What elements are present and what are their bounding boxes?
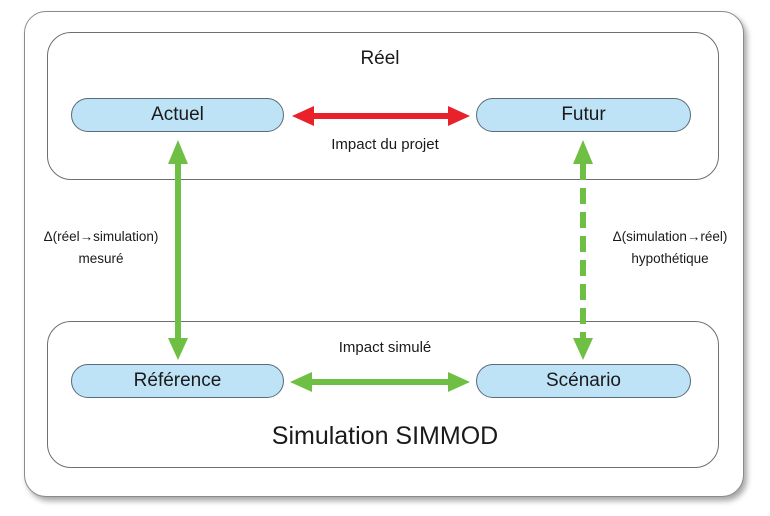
impact-simule-label: Impact simulé: [338, 339, 432, 356]
right-delta-line1: Δ(simulation→réel): [612, 229, 728, 244]
simulation-group-label: Simulation SIMMOD: [271, 422, 499, 450]
left-delta-line1: Δ(réel→simulation): [43, 229, 159, 244]
node-futur: Futur: [476, 98, 691, 132]
impact-projet-label: Impact du projet: [331, 136, 439, 153]
left-delta-line2: mesuré: [78, 251, 124, 266]
left-delta-label: Δ(réel→simulation) mesuré: [26, 226, 176, 270]
right-delta-line2: hypothétique: [631, 251, 709, 266]
node-actuel: Actuel: [71, 98, 284, 132]
reel-group-label: Réel: [360, 48, 400, 69]
right-delta-label: Δ(simulation→réel) hypothétique: [596, 226, 744, 270]
node-scenario: Scénario: [476, 364, 691, 398]
node-reference: Référence: [71, 364, 284, 398]
